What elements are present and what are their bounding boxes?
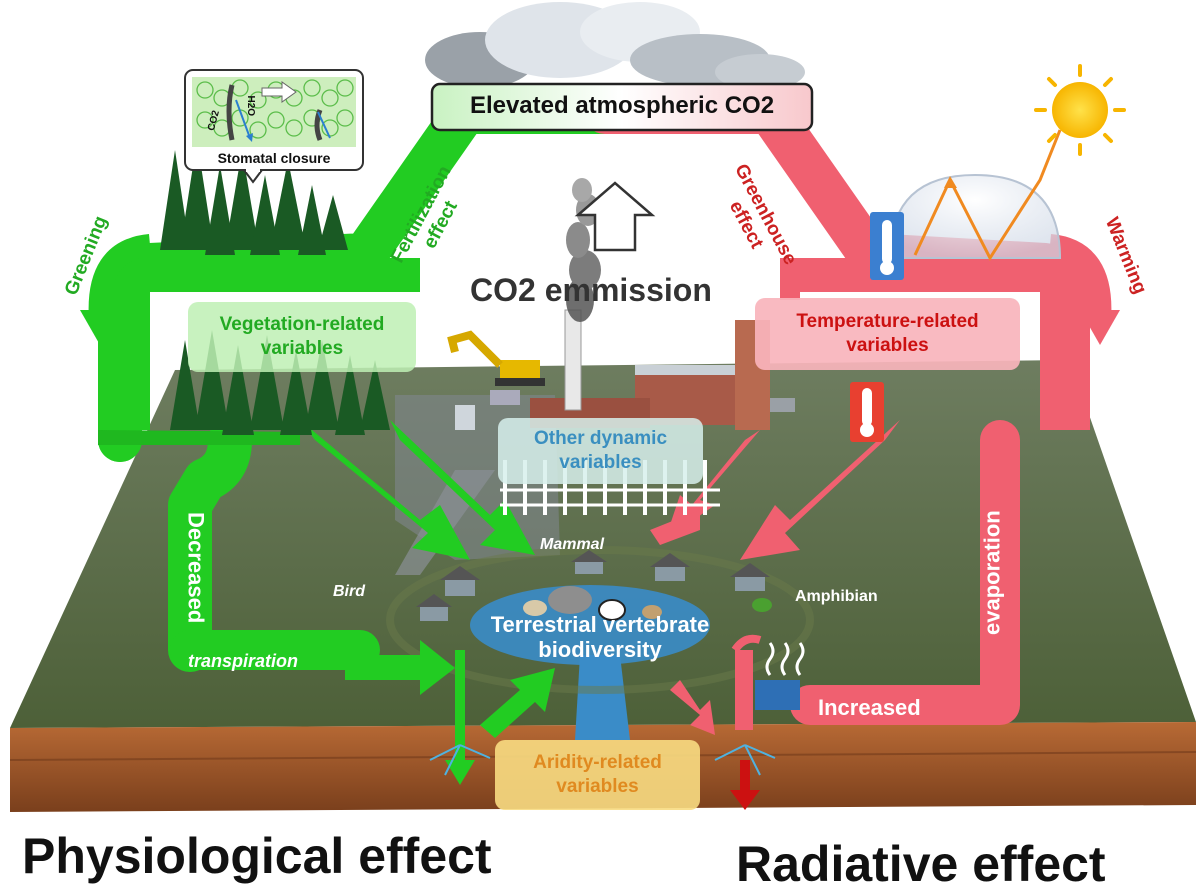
radiative-effect-title: Radiative effect (736, 836, 1106, 892)
red-arrow-3 (650, 510, 700, 545)
increased-label: Increased (818, 695, 921, 720)
sun-icon (1034, 64, 1126, 156)
warming-arrow (1048, 234, 1112, 321)
evaporation-label: evaporation (979, 510, 1005, 635)
stomata-caption: Stomatal closure (217, 150, 331, 166)
green-arrow-2 (390, 420, 535, 555)
center-label: Terrestrial vertebrate biodiversity (440, 612, 760, 663)
taxon-amphibian: Amphibian (795, 588, 878, 605)
co2-title: Elevated atmospheric CO2 (469, 92, 775, 119)
other-box: Other dynamic variables (498, 418, 703, 484)
emission-arrow (574, 181, 656, 252)
taxon-bird: Bird (333, 583, 365, 600)
forest (160, 140, 390, 435)
temperature-line1: Temperature-related (796, 311, 979, 333)
temperature-box: Temperature-related variables (755, 298, 1020, 370)
vegetation-box: Vegetation-related variables (188, 302, 416, 372)
aridity-line1: Aridity-related (533, 752, 662, 774)
red-arrow-4 (670, 680, 715, 735)
green-arrow-3 (345, 640, 455, 695)
aridity-line2: variables (556, 776, 639, 797)
stomata-h2o-label: H2O (245, 95, 257, 117)
co2-emission-label: CO2 emmission (470, 272, 712, 308)
green-arrow-4 (480, 668, 555, 738)
physiological-effect-title: Physiological effect (22, 828, 492, 884)
excavator (447, 330, 545, 386)
fence (500, 460, 720, 515)
other-line2: variables (559, 452, 642, 473)
center-line2: biodiversity (538, 637, 662, 663)
center-line1: Terrestrial vertebrate (490, 612, 710, 637)
red-arrow-2 (665, 430, 760, 540)
houses (416, 550, 770, 621)
stomata-inset (184, 69, 364, 184)
co2-box (430, 82, 814, 132)
aridity-box: Aridity-related variables (495, 740, 700, 810)
temperature-line2: variables (846, 335, 929, 356)
vegetation-line1: Vegetation-related (219, 314, 385, 336)
transpiration-label: transpiration (188, 651, 299, 671)
clouds (425, 2, 805, 90)
green-arrow-1 (300, 420, 470, 560)
other-line1: Other dynamic (533, 428, 668, 450)
taxon-mammal: Mammal (540, 536, 605, 553)
animals (523, 586, 772, 621)
greening-arrow (88, 234, 152, 321)
thermometer-icon-top (870, 212, 904, 280)
vegetation-line2: variables (260, 338, 344, 359)
decreased-label: Decreased (183, 511, 209, 624)
red-arrow-1 (740, 420, 900, 560)
factory (455, 309, 770, 430)
thermometer-icon-mid (850, 382, 884, 442)
